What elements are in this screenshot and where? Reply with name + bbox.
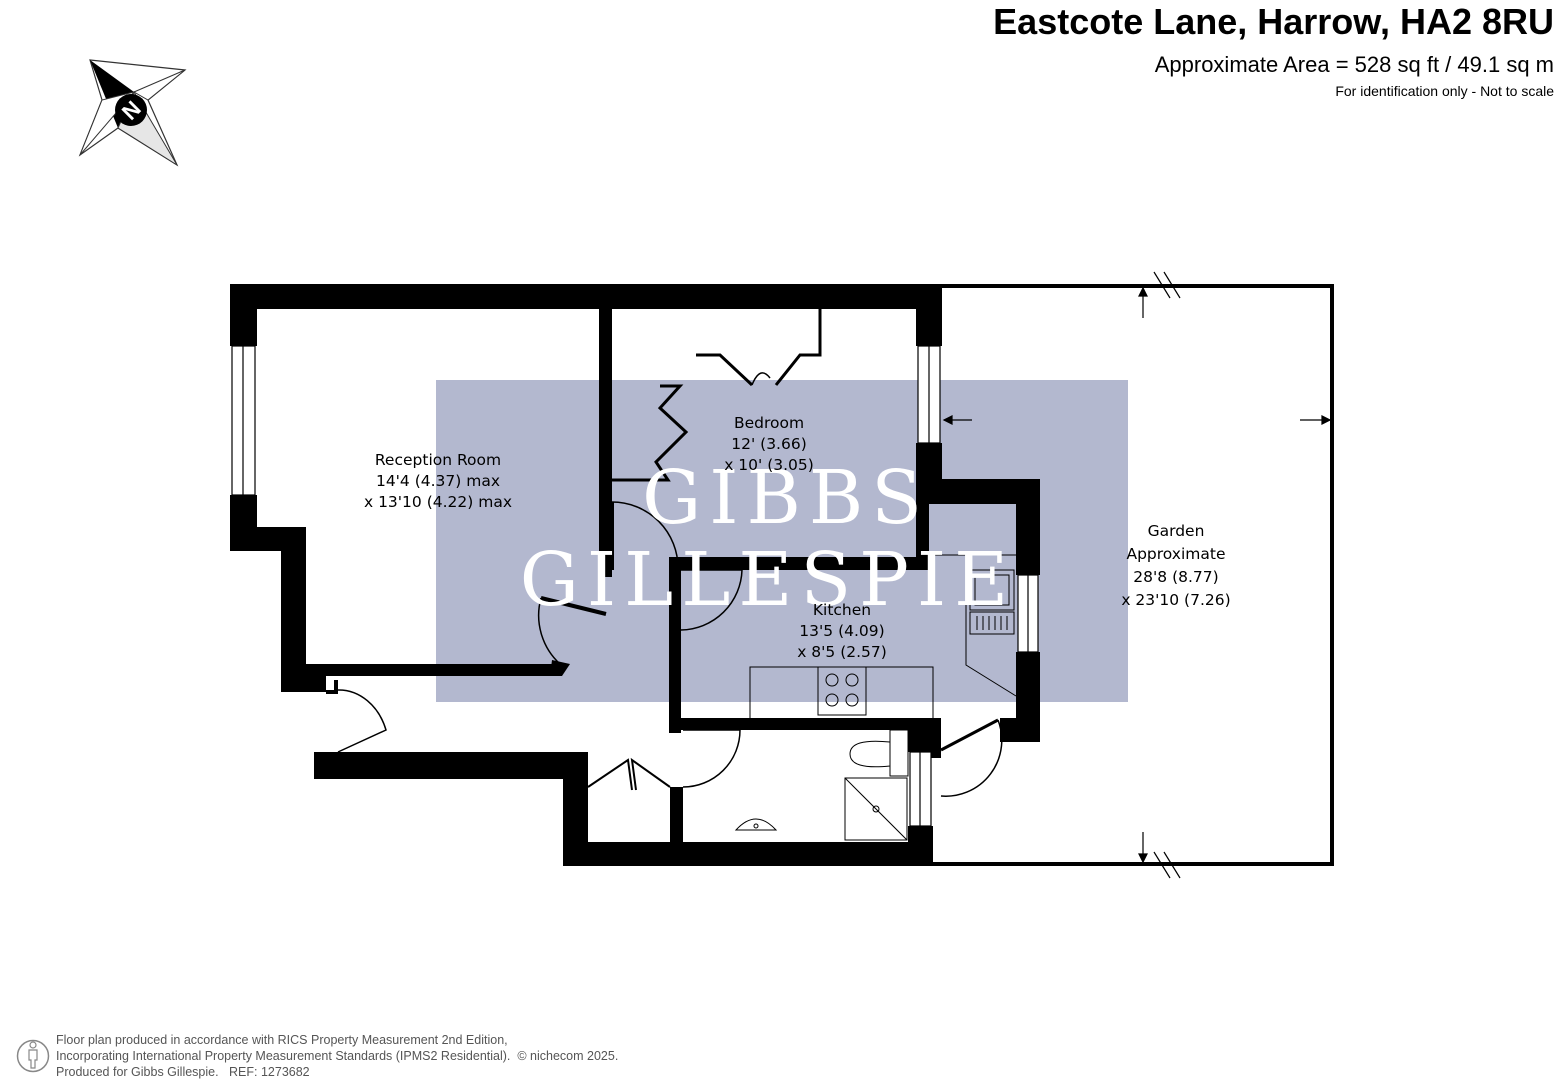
reception-name: Reception Room bbox=[375, 451, 501, 469]
bedroom-dim-2: x 10' (3.05) bbox=[724, 456, 814, 474]
garden-sub: Approximate bbox=[1126, 545, 1225, 563]
footer-line-2: Incorporating International Property Mea… bbox=[56, 1048, 618, 1064]
disclaimer-note: For identification only - Not to scale bbox=[1335, 83, 1554, 99]
kitchen-name: Kitchen bbox=[813, 601, 871, 619]
footer: Floor plan produced in accordance with R… bbox=[56, 1032, 618, 1080]
room-label-garden: Garden Approximate 28'8 (8.77) x 23'10 (… bbox=[1121, 522, 1230, 609]
garden-name: Garden bbox=[1148, 522, 1205, 540]
kitchen-dim-1: 13'5 (4.09) bbox=[799, 622, 884, 640]
footer-ref: REF: 1273682 bbox=[229, 1065, 310, 1079]
footer-line-1: Floor plan produced in accordance with R… bbox=[56, 1033, 508, 1047]
bathroom-fittings bbox=[734, 729, 909, 841]
watermark-panel bbox=[436, 380, 1128, 702]
footer-copyright: © nichecom 2025. bbox=[517, 1049, 619, 1063]
doors bbox=[326, 309, 1003, 797]
compass-rose-icon: N bbox=[78, 59, 187, 167]
reception-dim-1: 14'4 (4.37) max bbox=[376, 472, 500, 490]
room-label-bedroom: Bedroom 12' (3.66) x 10' (3.05) bbox=[724, 414, 814, 474]
person-icon bbox=[16, 1039, 50, 1073]
footer-produced-for: Produced for Gibbs Gillespie. bbox=[56, 1065, 219, 1079]
walls bbox=[230, 284, 1040, 866]
footer-line-2-text: Incorporating International Property Mea… bbox=[56, 1049, 511, 1063]
garden-outline bbox=[930, 284, 1334, 866]
header: Eastcote Lane, Harrow, HA2 8RU Approxima… bbox=[993, 0, 1554, 100]
property-title: Eastcote Lane, Harrow, HA2 8RU bbox=[993, 1, 1554, 42]
approximate-area: Approximate Area = 528 sq ft / 49.1 sq m bbox=[1154, 52, 1554, 77]
footer-line-3: Produced for Gibbs Gillespie. REF: 12736… bbox=[56, 1064, 618, 1080]
room-label-reception: Reception Room 14'4 (4.37) max x 13'10 (… bbox=[364, 451, 512, 511]
room-label-kitchen: Kitchen 13'5 (4.09) x 8'5 (2.57) bbox=[797, 601, 887, 661]
garden-dimension-arrows bbox=[942, 271, 1332, 879]
windows bbox=[231, 345, 1039, 827]
bedroom-name: Bedroom bbox=[734, 414, 804, 432]
garden-dim-2: x 23'10 (7.26) bbox=[1121, 591, 1230, 609]
watermark-line-1: GIBBS bbox=[642, 455, 930, 541]
watermark-line-2: GILLESPIE bbox=[520, 537, 1016, 623]
bedroom-dim-1: 12' (3.66) bbox=[731, 435, 807, 453]
reception-dim-2: x 13'10 (4.22) max bbox=[364, 493, 512, 511]
kitchen-fittings bbox=[749, 554, 1017, 718]
garden-dim-1: 28'8 (8.77) bbox=[1133, 568, 1218, 586]
kitchen-dim-2: x 8'5 (2.57) bbox=[797, 643, 887, 661]
